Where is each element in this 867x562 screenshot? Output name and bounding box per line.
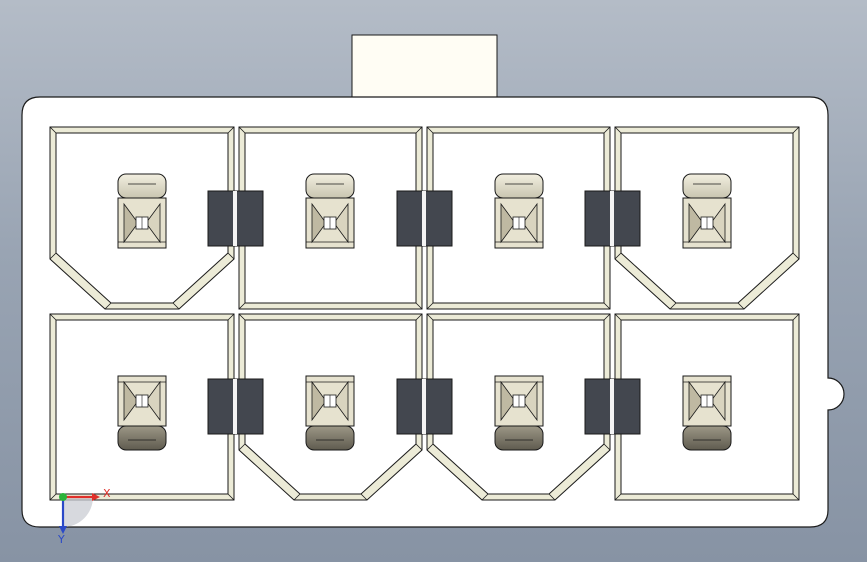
terminal-pin-r1-c3 xyxy=(494,173,544,249)
bevel-edge xyxy=(49,252,57,260)
spring-left xyxy=(311,202,327,244)
bevel-edge xyxy=(792,493,800,501)
bevel-edge xyxy=(49,126,57,134)
bevel-edge xyxy=(792,252,800,260)
bevel-edge xyxy=(426,302,434,310)
y-axis-label: Y xyxy=(57,533,65,546)
bevel-edge xyxy=(49,313,57,321)
bevel-edge xyxy=(227,493,235,501)
terminal-pin-r1-c1 xyxy=(117,173,167,249)
bevel-edge xyxy=(238,443,246,451)
terminal-pin-r1-c4 xyxy=(682,173,732,249)
spring-right xyxy=(145,380,161,422)
bevel-edge xyxy=(426,126,434,134)
bevel-edge xyxy=(426,313,434,321)
pin-head xyxy=(117,425,167,451)
pin-head xyxy=(117,173,167,199)
z-axis-dot xyxy=(59,493,67,501)
bevel-edge xyxy=(293,493,301,501)
terminal-pin-r2-c3 xyxy=(494,375,544,451)
bevel-edge xyxy=(227,313,235,321)
pin-head xyxy=(305,173,355,199)
bevel-edge xyxy=(603,302,611,310)
spring-left xyxy=(500,380,516,422)
spring-right xyxy=(333,380,349,422)
spring-right xyxy=(710,380,726,422)
bevel-edge xyxy=(227,126,235,134)
bevel-edge xyxy=(603,313,611,321)
spring-left xyxy=(123,380,139,422)
spring-right xyxy=(710,202,726,244)
bevel-edge xyxy=(49,493,57,501)
spring-left xyxy=(123,202,139,244)
spring-left xyxy=(311,380,327,422)
spring-left xyxy=(500,202,516,244)
bevel-edge xyxy=(227,252,235,260)
spring-left xyxy=(688,380,704,422)
latch-slot-r2-1 xyxy=(207,378,264,435)
latch-slot-r1-2 xyxy=(396,190,453,247)
pin-head xyxy=(682,173,732,199)
bevel-edge xyxy=(238,313,246,321)
bevel-edge xyxy=(792,126,800,134)
bevel-edge xyxy=(614,126,622,134)
coordinate-triad: X Y xyxy=(57,487,111,546)
bevel-edge xyxy=(669,302,677,310)
triad-shadow xyxy=(63,497,93,527)
latch-slot-r1-1 xyxy=(207,190,264,247)
terminal-pin-r2-c1 xyxy=(117,375,167,451)
bevel-edge xyxy=(426,443,434,451)
latch-slot-r1-3 xyxy=(584,190,641,247)
bevel-edge xyxy=(737,302,745,310)
bevel-edge xyxy=(548,493,556,501)
spring-right xyxy=(333,202,349,244)
terminal-pin-r2-c4 xyxy=(682,375,732,451)
bevel-edge xyxy=(238,126,246,134)
bevel-edge xyxy=(104,302,112,310)
bevel-edge xyxy=(603,126,611,134)
bevel-edge xyxy=(603,443,611,451)
bevel-edge xyxy=(415,126,423,134)
bevel-edge xyxy=(360,493,368,501)
pin-head xyxy=(494,425,544,451)
bevel-edge xyxy=(415,302,423,310)
bevel-edge xyxy=(415,313,423,321)
spring-right xyxy=(522,202,538,244)
latch-tab xyxy=(351,34,498,100)
bevel-edge xyxy=(415,443,423,451)
terminal-pin-r1-c2 xyxy=(305,173,355,249)
terminal-pin-r2-c2 xyxy=(305,375,355,451)
pin-head xyxy=(494,173,544,199)
latch-slot-r2-2 xyxy=(396,378,453,435)
y-axis-arrowhead xyxy=(59,526,67,534)
bevel-edge xyxy=(614,493,622,501)
spring-left xyxy=(688,202,704,244)
bevel-edge xyxy=(481,493,489,501)
bevel-edge xyxy=(172,302,180,310)
bevel-edge xyxy=(614,313,622,321)
bevel-edge xyxy=(792,313,800,321)
spring-right xyxy=(145,202,161,244)
bevel-edge xyxy=(614,252,622,260)
latch-slot-r2-3 xyxy=(584,378,641,435)
pin-head xyxy=(305,425,355,451)
bevel-edge xyxy=(238,302,246,310)
spring-right xyxy=(522,380,538,422)
x-axis-arrowhead xyxy=(92,493,100,501)
pin-head xyxy=(682,425,732,451)
x-axis-label: X xyxy=(103,487,111,500)
